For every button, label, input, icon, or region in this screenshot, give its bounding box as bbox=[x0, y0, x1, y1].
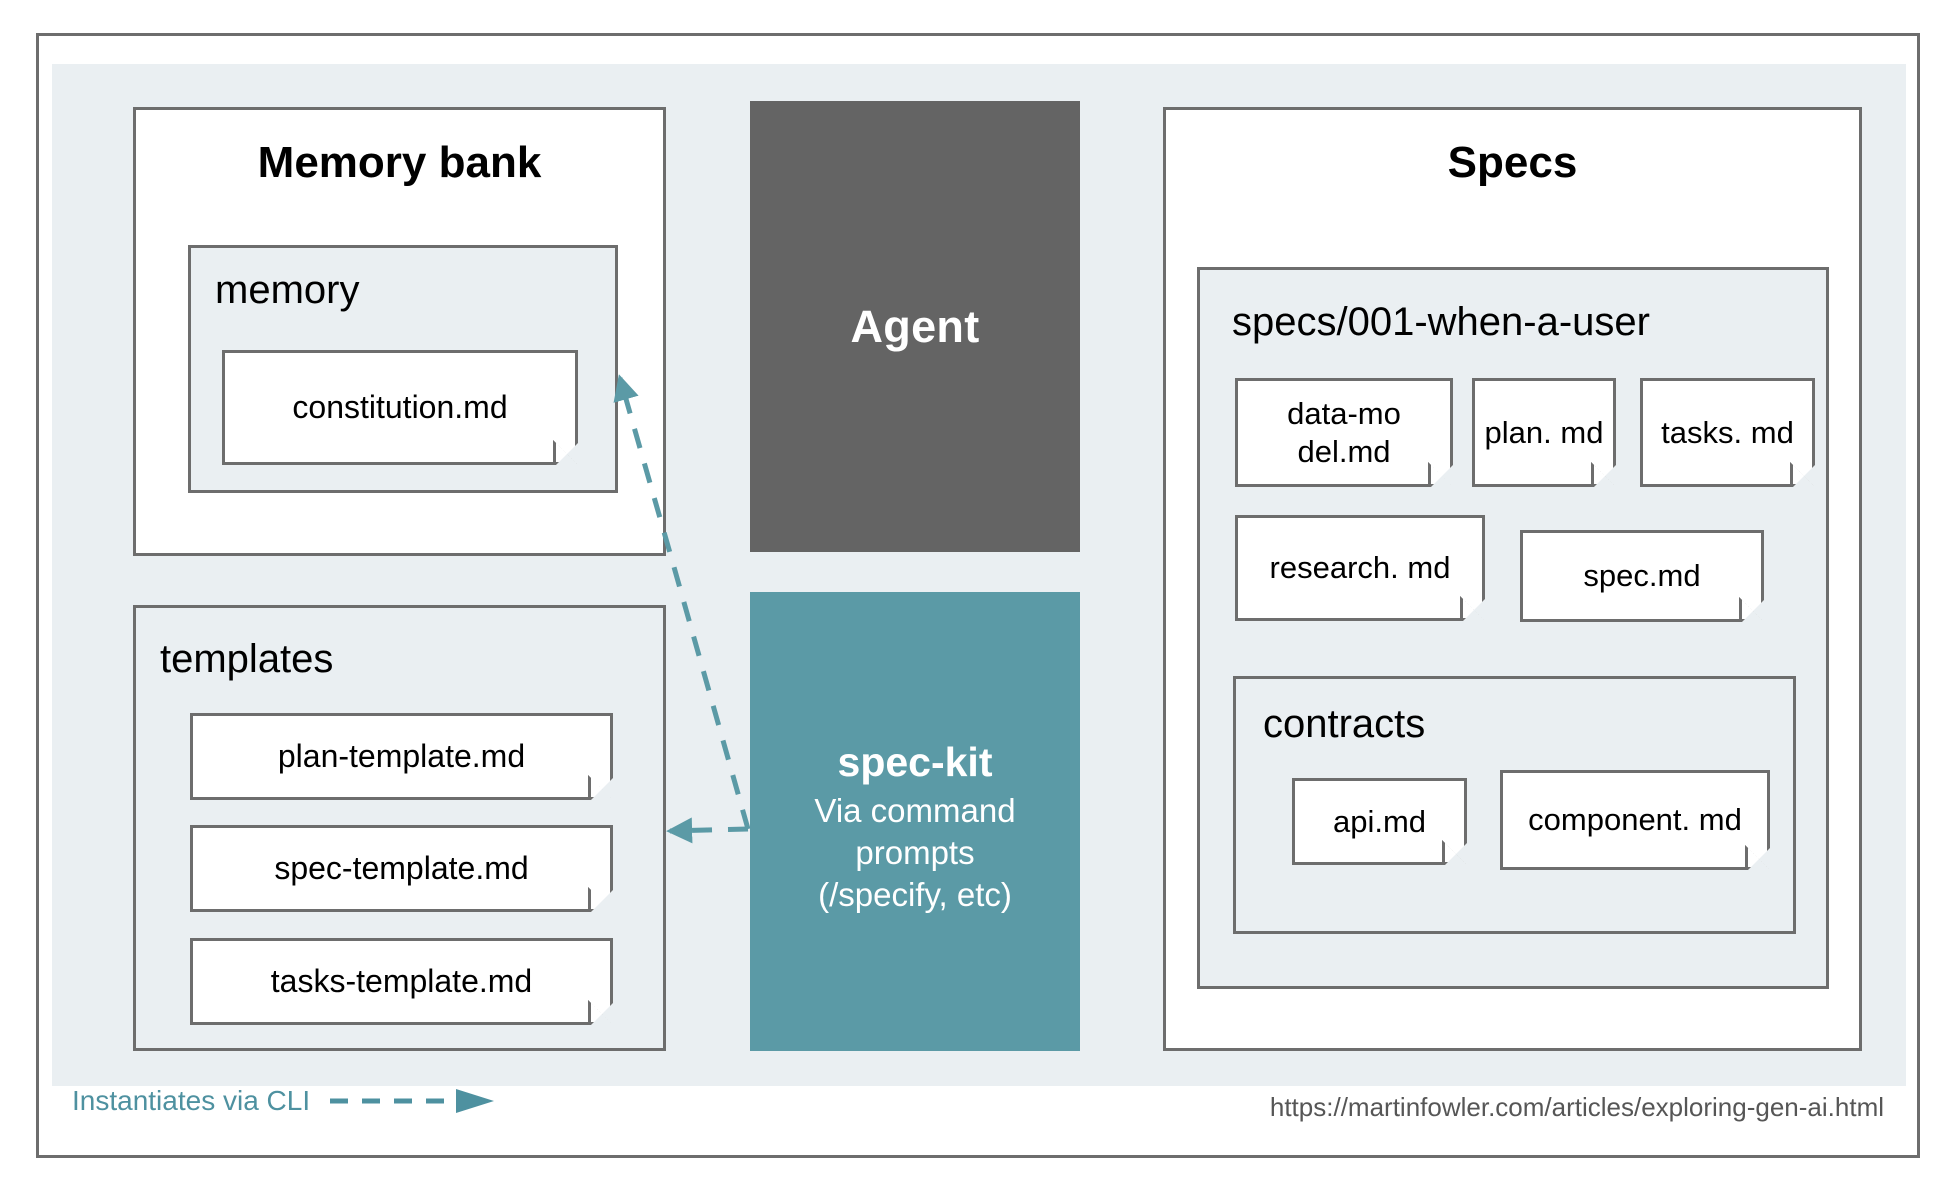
feature-group-label: specs/001-when-a-user bbox=[1232, 300, 1650, 344]
file-note-label: constitution.md bbox=[292, 389, 508, 426]
agent-label: Agent bbox=[850, 300, 980, 352]
note-shape bbox=[222, 350, 578, 465]
note-shape bbox=[1500, 770, 1770, 870]
file-note-tasks[interactable]: tasks. md bbox=[1640, 378, 1815, 487]
file-note-data-model[interactable]: data-mo del.md bbox=[1235, 378, 1453, 487]
source-url: https://martinfowler.com/articles/explor… bbox=[1269, 1092, 1884, 1122]
file-note-label: api.md bbox=[1332, 803, 1427, 839]
memory-bank-title: Memory bank bbox=[257, 138, 542, 187]
file-note-plan-template[interactable]: plan-template.md bbox=[190, 713, 613, 800]
file-note-constitution[interactable]: constitution.md bbox=[222, 350, 578, 465]
note-shape bbox=[190, 713, 613, 800]
file-note-spec-template[interactable]: spec-template.md bbox=[190, 825, 613, 912]
file-note-plan[interactable]: plan. md bbox=[1472, 378, 1616, 487]
spec-kit-block[interactable]: spec-kit Via command prompts (/specify, … bbox=[750, 592, 1080, 1051]
file-note-label: tasks-template.md bbox=[270, 963, 533, 1000]
legend-label: Instantiates via CLI bbox=[72, 1085, 311, 1116]
file-note-label: component. md bbox=[1528, 802, 1742, 838]
specs-title: Specs bbox=[1447, 138, 1578, 187]
note-shape bbox=[1235, 378, 1453, 487]
file-note-label: spec.md bbox=[1583, 558, 1701, 594]
note-shape bbox=[1292, 778, 1467, 865]
spec-kit-subtitle: Via command prompts (/specify, etc) bbox=[814, 791, 1016, 914]
note-shape bbox=[190, 938, 613, 1025]
file-note-label: plan-template.md bbox=[277, 738, 526, 775]
spec-kit-title: spec-kit bbox=[837, 738, 993, 785]
templates-group-label: templates bbox=[160, 637, 334, 681]
file-note-label: data-mo del.md bbox=[1287, 396, 1401, 469]
file-note-label: plan. md bbox=[1484, 414, 1604, 450]
file-note-component[interactable]: component. md bbox=[1500, 770, 1770, 870]
file-note-label: spec-template.md bbox=[274, 850, 529, 887]
legend: Instantiates via CLI bbox=[72, 1085, 498, 1117]
file-note-research[interactable]: research. md bbox=[1235, 515, 1485, 621]
file-note-label: tasks. md bbox=[1661, 414, 1794, 450]
file-note-spec[interactable]: spec.md bbox=[1520, 530, 1764, 622]
file-note-tasks-template[interactable]: tasks-template.md bbox=[190, 938, 613, 1025]
note-shape bbox=[190, 825, 613, 912]
note-shape bbox=[1520, 530, 1764, 622]
file-note-api[interactable]: api.md bbox=[1292, 778, 1467, 865]
dashed-arrow-right-icon bbox=[330, 1089, 495, 1113]
file-note-label: research. md bbox=[1269, 550, 1451, 586]
contracts-group-label: contracts bbox=[1263, 702, 1426, 746]
memory-group-label: memory bbox=[215, 268, 360, 312]
note-shape bbox=[1235, 515, 1485, 621]
agent-block[interactable]: Agent bbox=[750, 101, 1080, 552]
note-shape bbox=[1640, 378, 1815, 487]
